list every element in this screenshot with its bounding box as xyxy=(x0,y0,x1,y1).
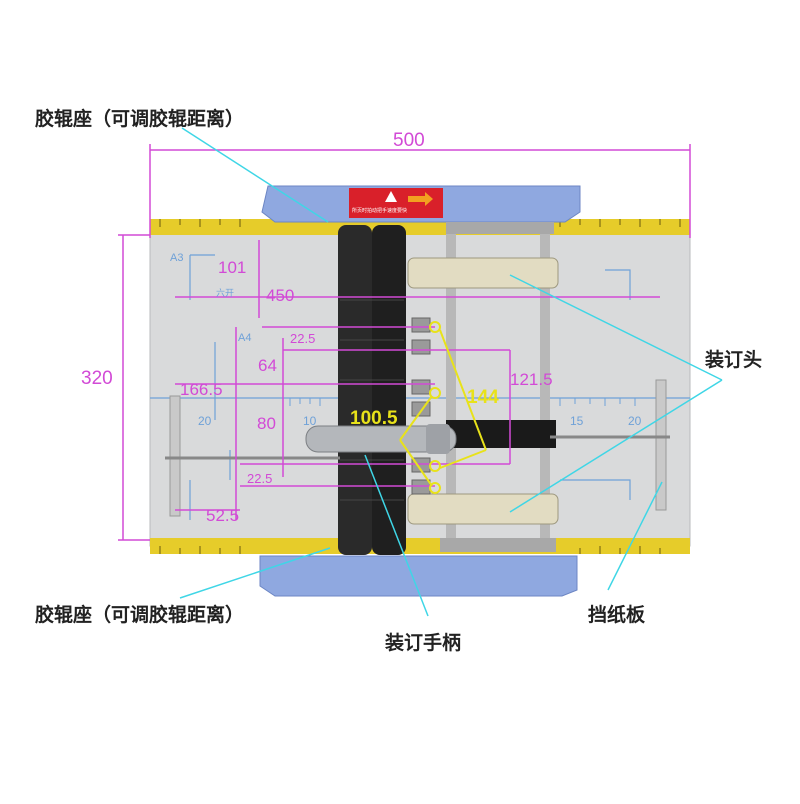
magenta-dimension-lines xyxy=(118,144,691,541)
handle-block xyxy=(446,420,556,448)
bottom-ruler xyxy=(150,538,690,554)
plate-number-20-left: 20 xyxy=(198,414,212,428)
plate-number-10: 10 xyxy=(303,414,317,428)
paper-guide-lines xyxy=(150,254,690,520)
rail-bottom-cap xyxy=(440,538,556,552)
roller-left xyxy=(338,225,372,555)
yellow-pin-markers xyxy=(399,321,487,494)
bottom-ruler-ticks xyxy=(159,546,661,554)
binding-head-top xyxy=(407,257,559,289)
plate-number-15: 15 xyxy=(570,414,584,428)
dim-52-5: 52.5 xyxy=(206,506,240,525)
plate-small-note: 六开 xyxy=(216,288,235,298)
top-ruler-ticks xyxy=(159,219,681,227)
rail-top-cap xyxy=(446,222,554,234)
paper-stop-right xyxy=(655,379,667,511)
rail-left xyxy=(446,225,456,545)
callout-roller-seat-bottom: 胶辊座（可调胶辊距离） xyxy=(35,604,245,626)
dim-22-5-bottom: 22.5 xyxy=(247,471,273,486)
handle-bar xyxy=(305,425,457,453)
dim-80: 80 xyxy=(257,414,276,433)
roller-right xyxy=(372,225,406,555)
dim-500: 500 xyxy=(393,130,425,151)
callout-leaders xyxy=(179,127,723,617)
binding-head-bottom xyxy=(407,493,559,525)
plate-mark-a3: A3 xyxy=(170,252,184,264)
dim-101: 101 xyxy=(218,258,247,277)
dim-121-5: 121.5 xyxy=(510,370,553,389)
paper-stop-left xyxy=(169,395,181,517)
callout-roller-seat-top: 胶辊座（可调胶辊距离） xyxy=(35,108,245,130)
pin-holes xyxy=(411,317,431,495)
warning-label-text: 所页时拍动把手速度要快 xyxy=(352,208,408,214)
callout-paper-stop: 挡纸板 xyxy=(588,604,646,626)
bottom-roller-seat xyxy=(259,555,578,597)
dim-144: 144 xyxy=(467,387,499,408)
rail-right xyxy=(540,225,550,545)
callout-binding-head: 装订头 xyxy=(705,349,763,371)
plate-mark-a4: A4 xyxy=(238,332,252,344)
top-ruler xyxy=(150,219,690,235)
dim-100-5: 100.5 xyxy=(350,408,398,429)
roller-grooves xyxy=(340,299,404,501)
dim-22-5-top: 22.5 xyxy=(290,331,316,346)
dim-320: 320 xyxy=(81,368,113,389)
dim-166-5: 166.5 xyxy=(180,380,223,399)
callout-binding-handle: 装订手柄 xyxy=(385,632,462,654)
center-scale xyxy=(289,398,636,406)
dim-64: 64 xyxy=(258,356,277,375)
plate-number-20-right: 20 xyxy=(628,414,642,428)
dim-450: 450 xyxy=(266,286,295,305)
